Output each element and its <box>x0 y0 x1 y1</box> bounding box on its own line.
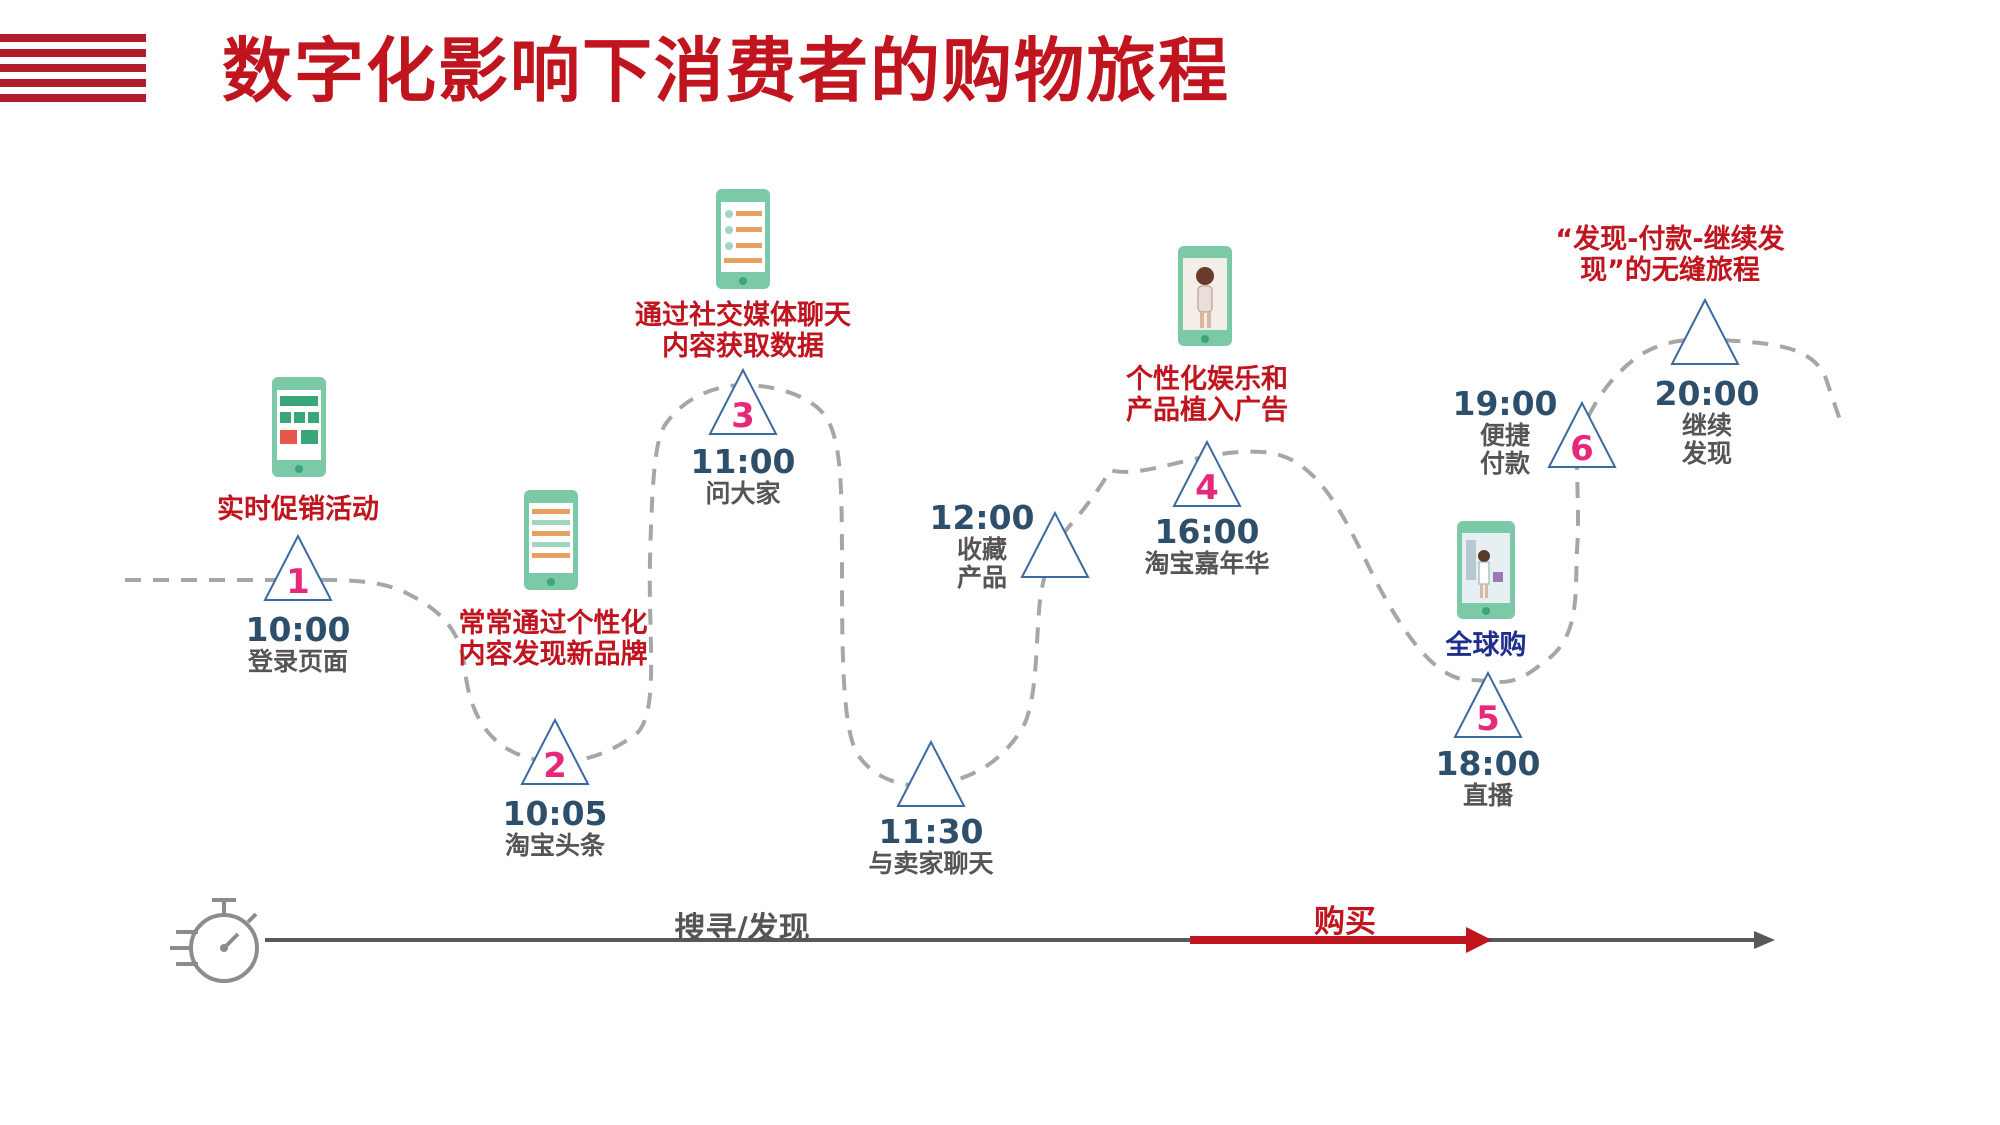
step-1-time: 10:00 <box>245 610 351 649</box>
journey-path <box>125 337 1842 788</box>
step-1200-label: 收藏产品 <box>956 535 1007 592</box>
step-1200-time: 12:00 <box>929 498 1035 537</box>
step-5-note: 全球购 <box>1445 630 1527 661</box>
step-3-time: 11:00 <box>690 442 796 481</box>
step-6-label: 便捷付款 <box>1479 421 1530 478</box>
page-title: 数字化影响下消费者的购物旅程 <box>222 30 1230 112</box>
step-number-1: 1 <box>286 562 310 602</box>
step-marker-1 <box>263 533 333 601</box>
step-2-time: 10:05 <box>502 794 608 833</box>
step-number-6: 6 <box>1570 429 1594 469</box>
phone-icon-5 <box>1457 521 1515 619</box>
step-number-3: 3 <box>731 396 755 436</box>
step-1-note: 实时促销活动 <box>217 494 379 525</box>
step-5-time: 18:00 <box>1435 744 1541 783</box>
step-1-label: 登录页面 <box>247 647 349 676</box>
timeline-arrowhead <box>1754 931 1775 949</box>
purchase-label: 购买 <box>1314 904 1376 940</box>
step-2-label: 淘宝头条 <box>504 831 606 860</box>
step-number-5: 5 <box>1476 699 1500 739</box>
step-4-time: 16:00 <box>1154 512 1260 551</box>
step-marker-1130 <box>896 739 966 807</box>
step-marker-3 <box>708 367 778 435</box>
step-marker-4 <box>1172 439 1242 507</box>
step-3-label: 问大家 <box>705 479 781 508</box>
step-marker-6 <box>1547 400 1617 468</box>
step-marker-5 <box>1453 670 1523 738</box>
step-number-2: 2 <box>543 746 567 786</box>
step-4-label: 淘宝嘉年华 <box>1144 549 1270 578</box>
phone-icon-1 <box>272 377 326 477</box>
purchase-arrowhead <box>1466 927 1492 953</box>
step-2-note: 常常通过个性化内容发现新品牌 <box>458 608 648 670</box>
header-stripes-logo <box>0 34 146 116</box>
step-2000-label: 继续发现 <box>1681 411 1732 468</box>
phone-icon-2 <box>524 490 578 590</box>
step-3-note: 通过社交媒体聊天内容获取数据 <box>635 300 851 362</box>
step-4-note: 个性化娱乐和产品植入广告 <box>1126 364 1288 426</box>
step-marker-1200 <box>1020 510 1090 578</box>
phone-icon-4 <box>1178 246 1232 346</box>
step-5-label: 直播 <box>1462 781 1514 810</box>
step-2000-note: “发现-付款-继续发现”的无缝旅程 <box>1555 224 1785 286</box>
search-discover-label: 搜寻/发现 <box>674 911 810 947</box>
step-2000-time: 20:00 <box>1654 374 1760 413</box>
step-1130-label: 与卖家聊天 <box>868 849 994 878</box>
step-1130-time: 11:30 <box>878 812 984 851</box>
phone-icon-3 <box>716 189 770 289</box>
step-marker-2 <box>520 717 590 785</box>
step-marker-2000 <box>1670 297 1740 365</box>
stopwatch-center <box>220 944 228 952</box>
step-6-time: 19:00 <box>1452 384 1558 423</box>
step-number-4: 4 <box>1195 468 1219 508</box>
stopwatch-icon <box>170 898 259 983</box>
